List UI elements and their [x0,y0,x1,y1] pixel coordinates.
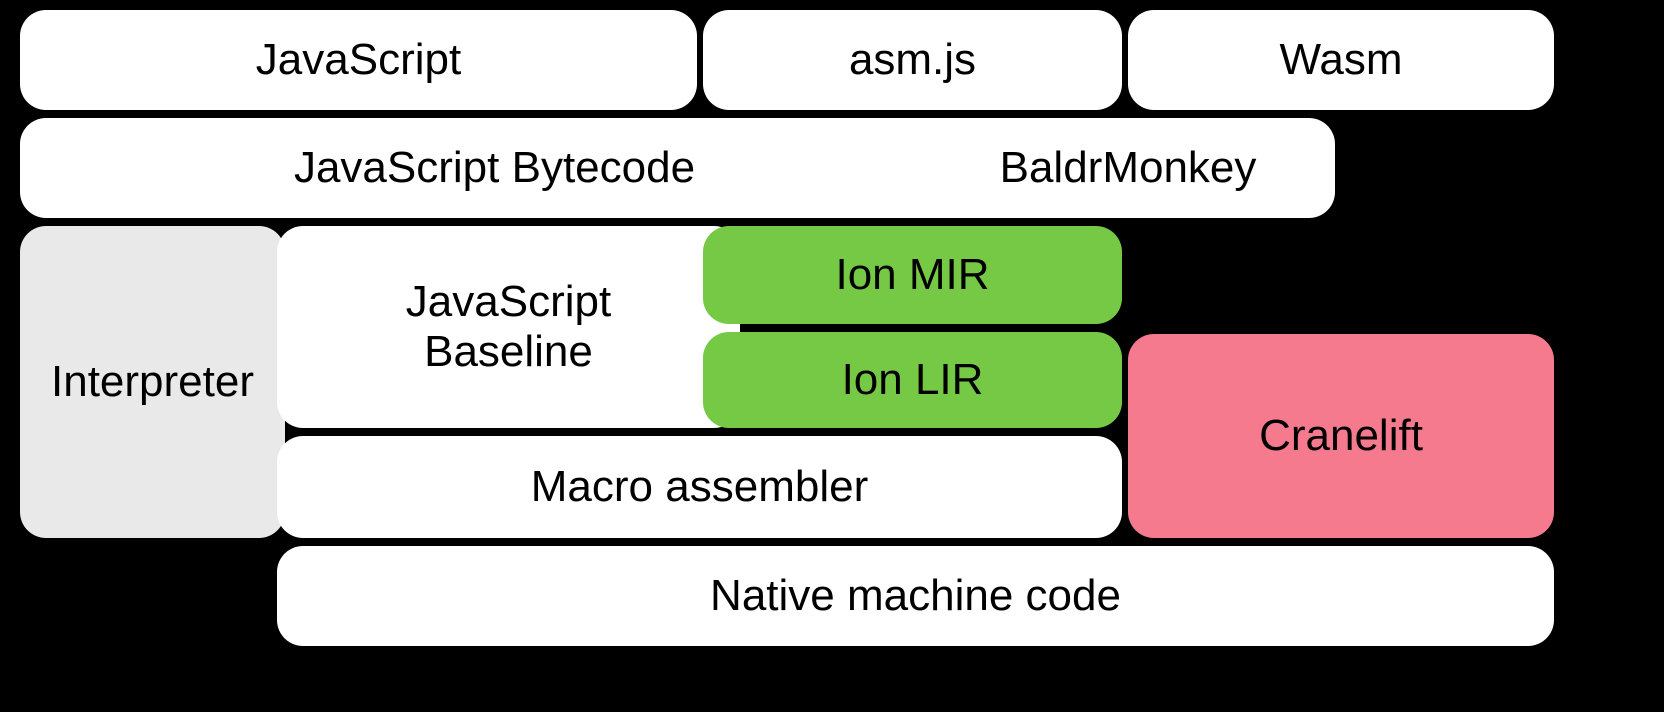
node-javascript[interactable]: JavaScript [20,10,697,110]
node-interpreter[interactable]: Interpreter [20,226,285,538]
node-ion-lir[interactable]: Ion LIR [703,332,1122,428]
node-baldrmonkey[interactable]: BaldrMonkey [921,118,1335,218]
node-macro-assembler[interactable]: Macro assembler [277,436,1122,538]
node-wasm[interactable]: Wasm [1128,10,1554,110]
node-asmjs[interactable]: asm.js [703,10,1122,110]
node-js-bytecode[interactable]: JavaScript Bytecode [20,118,969,218]
node-cranelift[interactable]: Cranelift [1128,334,1554,538]
node-javascript-baseline[interactable]: JavaScript Baseline [277,226,740,428]
node-native-machine-code[interactable]: Native machine code [277,546,1554,646]
node-ion-mir[interactable]: Ion MIR [703,226,1122,324]
